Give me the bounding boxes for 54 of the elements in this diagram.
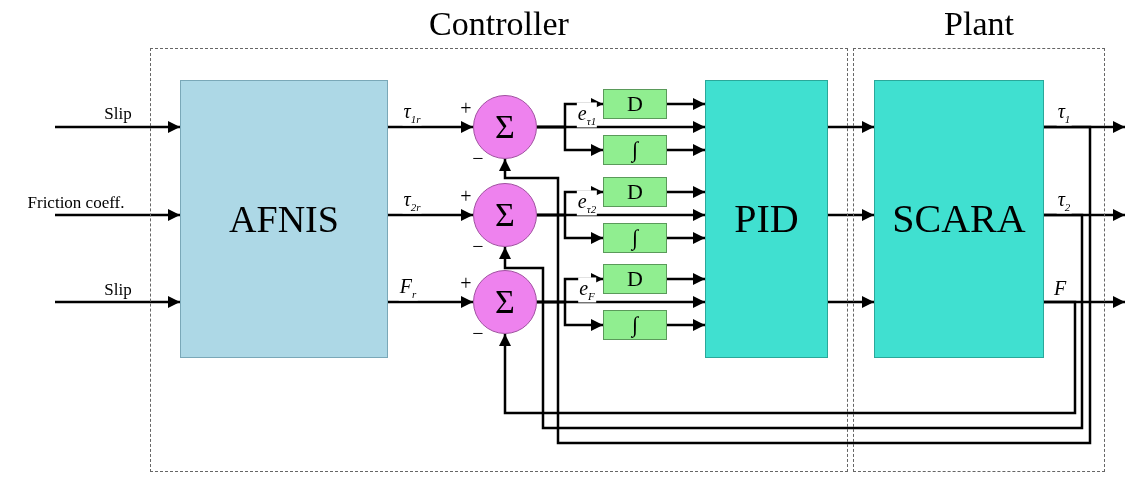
arrow xyxy=(537,125,603,156)
arrow xyxy=(388,209,473,221)
section-heading: Controller xyxy=(428,7,570,41)
node-label: D xyxy=(627,268,643,290)
sign-label: − xyxy=(471,147,485,169)
operator-box xyxy=(603,89,667,119)
operator-box xyxy=(603,264,667,294)
arrow xyxy=(537,213,603,244)
arrow xyxy=(388,121,473,133)
edge-label: Slip xyxy=(103,104,133,124)
edge-label: e$_{τ2}$ xyxy=(576,190,598,216)
edge-label: e$_{τ1}$ xyxy=(576,102,598,128)
arrow xyxy=(388,296,473,308)
arrow xyxy=(828,296,874,308)
arrow xyxy=(667,319,705,331)
arrow xyxy=(667,98,705,110)
sign-label: − xyxy=(471,322,485,344)
process-box xyxy=(705,80,828,358)
process-box xyxy=(874,80,1044,358)
node-label: AFNIS xyxy=(229,200,339,238)
arrow xyxy=(55,296,180,308)
sign-label: + xyxy=(459,97,473,119)
node-label: SCARA xyxy=(892,199,1026,239)
arrow xyxy=(499,300,1077,415)
arrow xyxy=(55,209,180,221)
node-label: Σ xyxy=(495,110,515,144)
sign-label: + xyxy=(459,185,473,207)
process-box xyxy=(180,80,388,358)
sign-label: + xyxy=(459,272,473,294)
sign-label: − xyxy=(471,235,485,257)
arrow xyxy=(667,232,705,244)
node-label: Σ xyxy=(495,198,515,232)
operator-box xyxy=(603,135,667,165)
edge-label: e$_{F}$ xyxy=(578,277,596,303)
node-label: ∫ xyxy=(632,314,638,336)
node-label: ∫ xyxy=(632,227,638,249)
arrow xyxy=(828,121,874,133)
arrow xyxy=(499,125,1092,445)
section-heading: Plant xyxy=(943,7,1015,41)
arrow xyxy=(667,144,705,156)
operator-box xyxy=(603,177,667,207)
node-label: PID xyxy=(734,199,799,239)
arrow xyxy=(667,186,705,198)
node-label: D xyxy=(627,181,643,203)
arrow xyxy=(499,213,1084,430)
operator-box xyxy=(603,310,667,340)
arrow xyxy=(828,209,874,221)
arrow xyxy=(667,273,705,285)
edge-label: Slip xyxy=(103,280,133,300)
operator-box xyxy=(603,223,667,253)
node-label: ∫ xyxy=(632,139,638,161)
arrow xyxy=(537,300,603,331)
node-label: D xyxy=(627,93,643,115)
node-label: Σ xyxy=(495,285,515,319)
